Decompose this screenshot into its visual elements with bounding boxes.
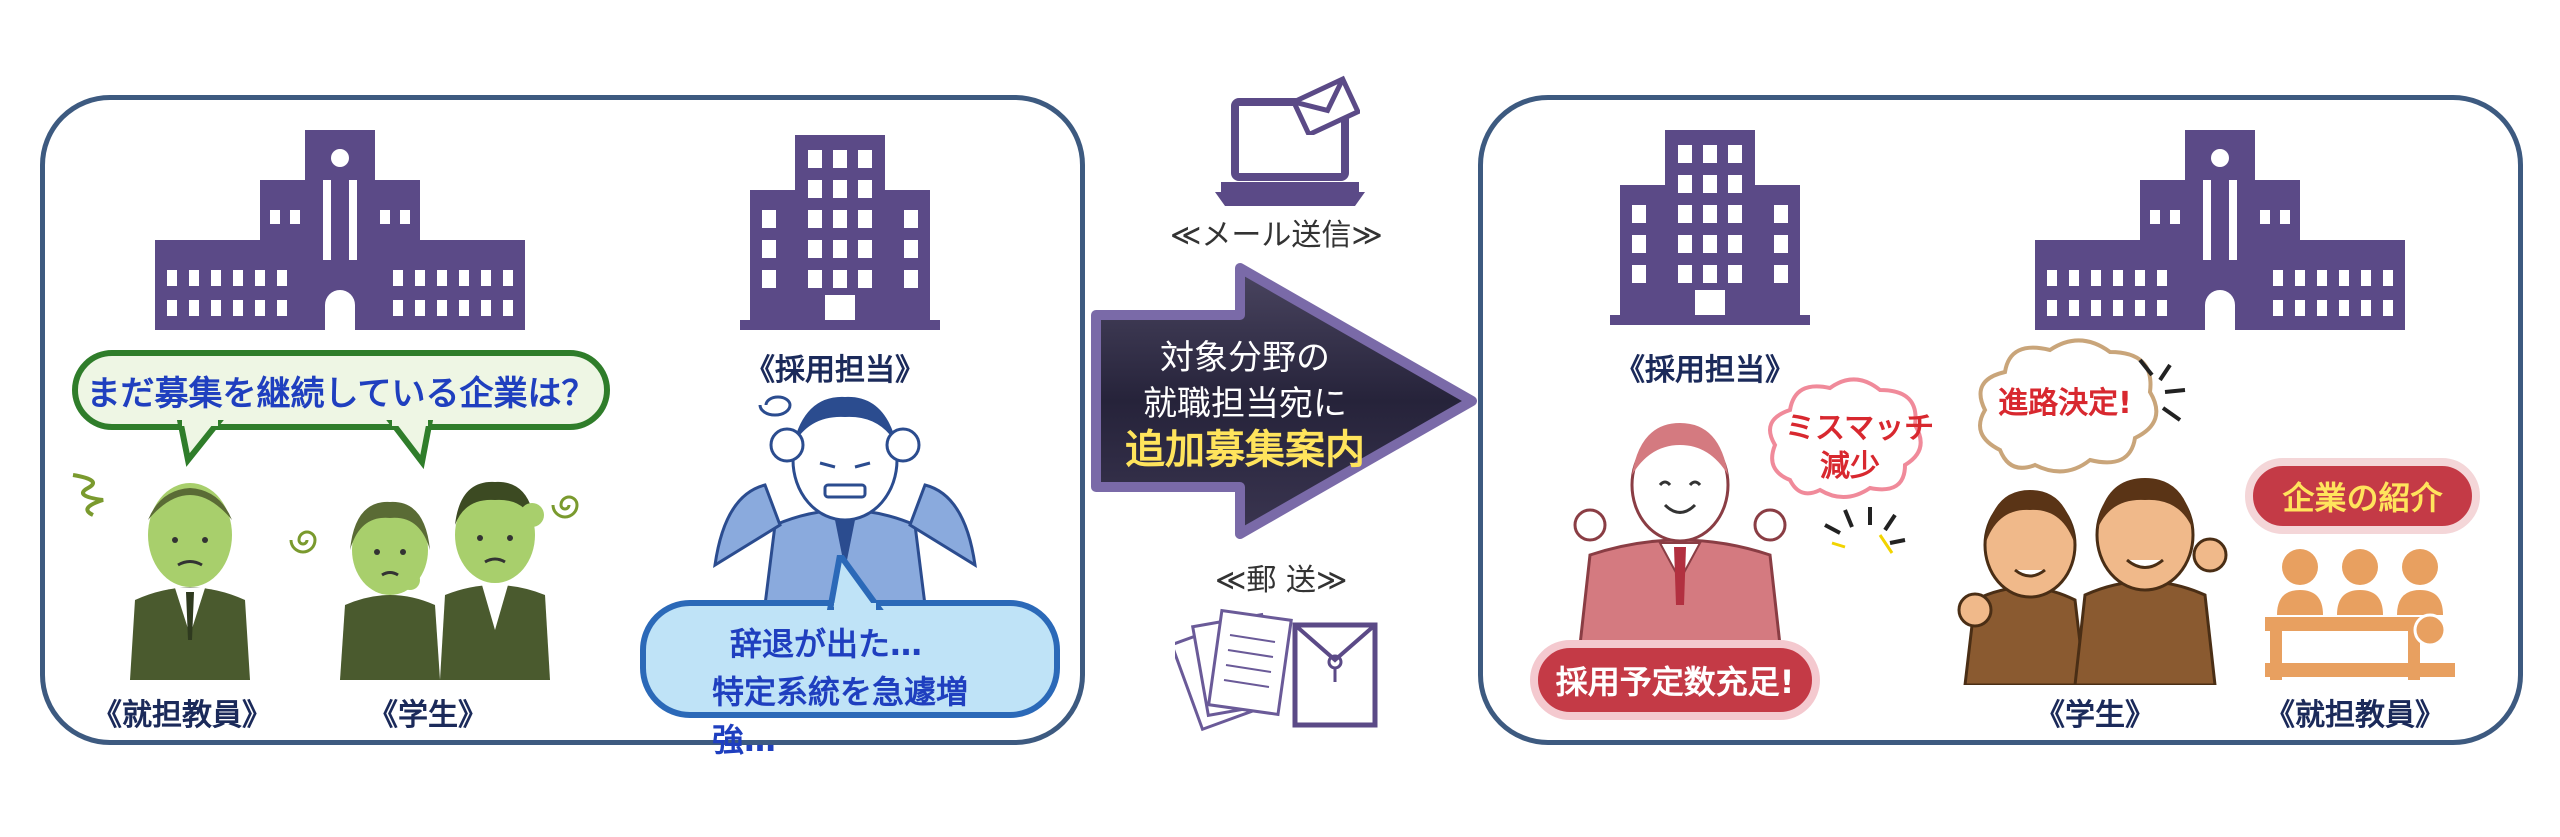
label-teacher-left: 《就担教員》 xyxy=(92,698,272,733)
university-building-icon-right xyxy=(2035,130,2405,330)
happy-recruiter-figure xyxy=(1573,423,1787,645)
quota-filled-badge: 採用予定数充足! xyxy=(1530,640,1820,720)
arrow-text: 対象分野の 就職担当宛に 追加募集案内 xyxy=(1100,335,1390,473)
worried-teacher-figure xyxy=(130,483,250,680)
happy-students-figure xyxy=(1957,478,2228,685)
arrow-line1: 対象分野の xyxy=(1160,338,1330,378)
company-building-icon-right xyxy=(1610,130,1810,325)
mismatch-line2: 減少 xyxy=(1820,449,1880,484)
recruiter-bubble: 辞退が出た… 特定系統を急遽増強… xyxy=(640,600,1060,759)
mismatch-text: ミスマッチ 減少 xyxy=(1785,410,1935,486)
arrow-line3: 追加募集案内 xyxy=(1125,427,1365,473)
meeting-table-icon xyxy=(2265,549,2455,680)
recruiter-bubble-tail xyxy=(826,555,884,610)
label-recruiter-right: 《採用担当》 xyxy=(1615,353,1795,388)
documents-icon xyxy=(1175,608,1293,732)
company-building-icon xyxy=(740,135,940,330)
mismatch-cloud xyxy=(1768,377,1923,499)
label-student-left: 《学生》 xyxy=(368,698,488,733)
decided-text: 進路決定! xyxy=(1998,386,2132,421)
dizzy-swirl-icon xyxy=(72,473,104,517)
burst-lines-icon xyxy=(1824,507,1906,554)
worried-student-boy-figure xyxy=(440,481,550,680)
dizzy-swirl-icon-3 xyxy=(551,495,579,519)
caption-post: ≪郵 送≫ xyxy=(1215,563,1348,598)
dizzy-swirl-icon-2 xyxy=(289,530,317,554)
mismatch-line1: ミスマッチ xyxy=(1785,411,1935,446)
caption-mail: ≪メール送信≫ xyxy=(1170,218,1383,253)
quota-filled-text: 採用予定数充足! xyxy=(1555,663,1795,701)
question-bubble: まだ募集を継続している企業は？ xyxy=(72,350,610,430)
stress-scribble-icon xyxy=(758,395,792,417)
big-right-arrow xyxy=(1091,263,1477,539)
question-text: まだ募集を継続している企業は？ xyxy=(86,373,596,414)
label-recruiter-left: 《採用担当》 xyxy=(745,353,925,388)
label-teacher-right: 《就担教員》 xyxy=(2265,698,2445,733)
question-bubble-tails xyxy=(176,420,434,470)
recruiter-bubble-line1: 辞退が出た… xyxy=(730,625,923,663)
company-intro-badge: 企業の紹介 xyxy=(2245,458,2480,534)
burst-lines-icon-2 xyxy=(2138,358,2186,422)
worried-student-girl-figure xyxy=(340,501,440,680)
label-student-right: 《学生》 xyxy=(2035,698,2155,733)
arrow-line2: 就職担当宛に xyxy=(1143,384,1347,424)
document-envelope-icon xyxy=(1292,622,1378,728)
university-building-icon xyxy=(155,130,525,330)
envelope-icon xyxy=(1290,75,1360,135)
company-intro-text: 企業の紹介 xyxy=(2282,479,2443,517)
recruiter-bubble-line2: 特定系統を急遽増強… xyxy=(712,673,969,759)
